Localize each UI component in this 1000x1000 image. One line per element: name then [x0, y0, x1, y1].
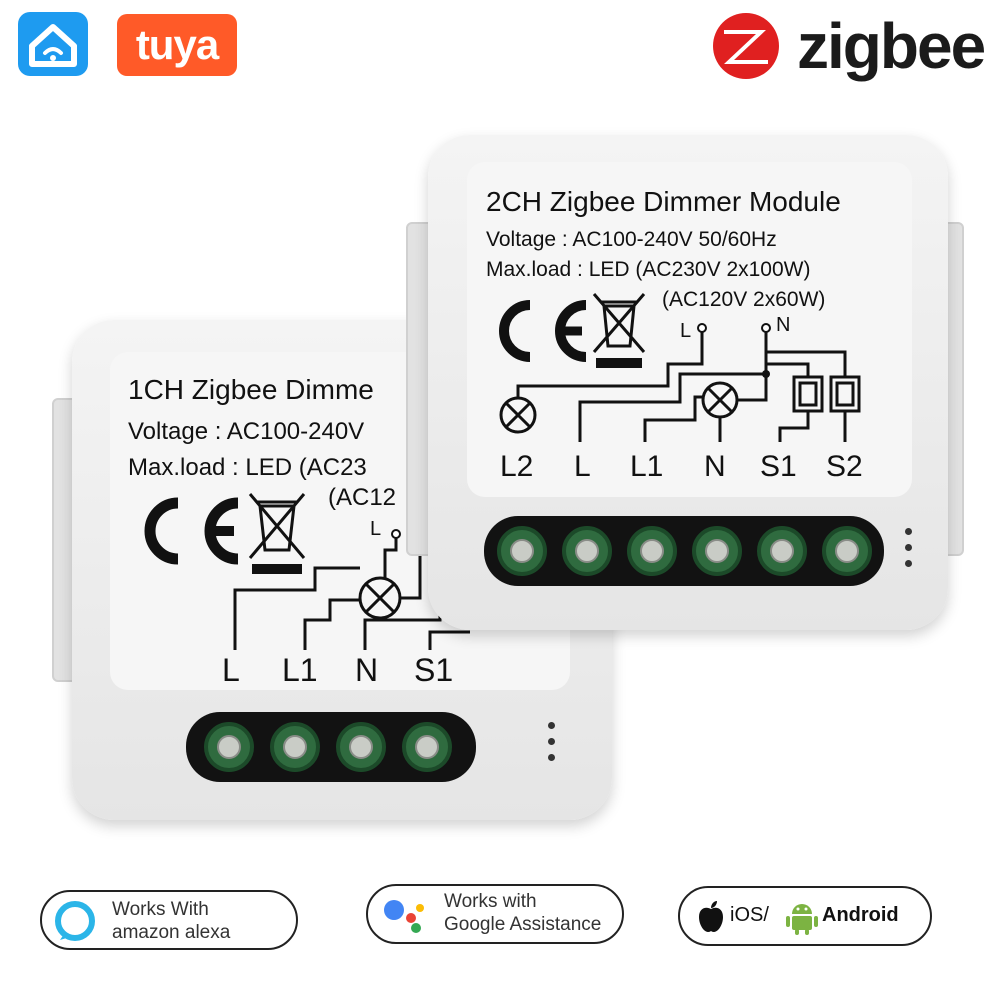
terminal-screw [822, 526, 872, 576]
module-2ch-terminal-label-n: N [704, 450, 726, 483]
led-dot [548, 754, 555, 761]
terminal-screw [692, 526, 742, 576]
zigbee-logo-icon [713, 13, 779, 79]
led-dot [905, 544, 912, 551]
module-1ch-title: 1CH Zigbee Dimme [128, 374, 374, 405]
weee-bin-icon [592, 293, 646, 368]
terminal-screw [204, 722, 254, 772]
module-2ch-max-load-2: (AC120V 2x60W) [662, 288, 826, 311]
module-1ch-terminal-label-s1: S1 [414, 652, 454, 688]
module-2ch-terminal-label-l: L [574, 450, 591, 483]
home-icon [29, 24, 77, 67]
module-2ch-top-label-n: N [776, 314, 791, 336]
terminal-screw [627, 526, 677, 576]
module-2ch-voltage: Voltage : AC100-240V 50/60Hz [486, 228, 777, 251]
tuya-logo-text: tuya [135, 21, 219, 68]
android-icon [786, 904, 818, 935]
terminal-screw [270, 722, 320, 772]
ios-label: iOS/ [730, 904, 769, 926]
module-1ch-max-load-2: (AC12 [328, 484, 397, 511]
module-2ch-title: 2CH Zigbee Dimmer Module [486, 186, 841, 217]
module-2ch-terminal-label-l2: L2 [500, 450, 534, 483]
module-2ch-terminal-block [484, 516, 884, 586]
module-1ch-top-label-l: L [370, 518, 382, 540]
module-1ch-terminal-label-l: L [222, 652, 240, 688]
module-2ch-terminal-label-l1: L1 [630, 450, 664, 483]
module-2ch-max-load: Max.load : LED (AC230V 2x100W) [486, 258, 811, 281]
module-1ch-wiring-diagram [233, 529, 470, 650]
module-2ch-wiring-diagram [499, 323, 861, 442]
terminal-screw [757, 526, 807, 576]
android-label: Android [822, 904, 899, 926]
alexa-badge-line-1: Works With [112, 899, 209, 920]
module-1ch-terminal-label-l1: L1 [282, 652, 318, 688]
module-1ch-terminal-label-n: N [355, 652, 379, 688]
ce-mark-icon [144, 497, 239, 565]
alexa-badge: Works With amazon alexa [40, 890, 298, 950]
terminal-screw [497, 526, 547, 576]
platforms-badge: iOS/ Android [678, 886, 932, 946]
alexa-icon [55, 901, 95, 941]
module-2ch-top-label-l: L [680, 320, 692, 342]
zigbee-logo-text: zigbee [797, 10, 986, 82]
module-1ch-voltage: Voltage : AC100-240V [128, 418, 365, 445]
tuya-logo: tuya [117, 14, 237, 76]
module-2ch-terminal-label-s2: S2 [826, 450, 863, 483]
google-badge-line-1: Works with [444, 891, 537, 912]
google-assistant-badge: Works with Google Assistance [366, 884, 624, 944]
google-assistant-icon [384, 900, 424, 933]
led-dot [905, 560, 912, 567]
module-1ch-max-load: Max.load : LED (AC23 [128, 454, 367, 481]
led-dot [548, 738, 555, 745]
apple-icon [699, 901, 723, 932]
module-2ch-terminal-label-s1: S1 [760, 450, 797, 483]
terminal-screw [562, 526, 612, 576]
ce-mark-icon [499, 300, 587, 362]
module-2ch-label-panel [467, 162, 912, 497]
terminal-screw [402, 722, 452, 772]
smart-home-app-logo [18, 12, 88, 76]
weee-bin-icon [248, 493, 306, 574]
led-dot [905, 528, 912, 535]
alexa-badge-line-2: amazon alexa [112, 922, 231, 943]
led-dot [548, 722, 555, 729]
terminal-screw [336, 722, 386, 772]
google-badge-line-2: Google Assistance [444, 914, 602, 935]
